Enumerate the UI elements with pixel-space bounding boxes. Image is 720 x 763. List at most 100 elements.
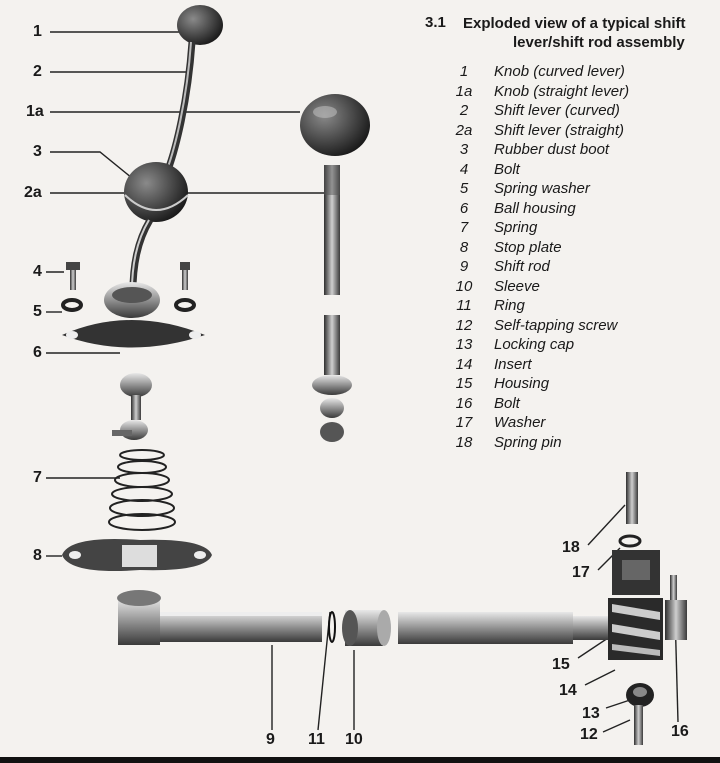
washer xyxy=(618,534,642,548)
callout-6: 6 xyxy=(33,344,42,361)
legend-item: 12 Self-tapping screw xyxy=(440,316,700,336)
ring xyxy=(328,611,336,643)
legend-item: 1 Knob (curved lever) xyxy=(440,62,700,82)
callout-12: 12 xyxy=(580,726,598,743)
callout-7: 7 xyxy=(33,469,42,486)
spring-pin xyxy=(626,472,638,524)
knob-curved-lever xyxy=(177,5,223,45)
shift-lever-curved xyxy=(162,41,196,177)
spring xyxy=(108,449,176,531)
legend-item-number: 18 xyxy=(455,433,473,451)
legend-item: 7 Spring xyxy=(440,218,700,238)
legend-item-number: 12 xyxy=(455,316,473,334)
legend-item-description: Insert xyxy=(494,355,532,373)
legend-item-description: Spring xyxy=(494,219,538,236)
figure-title: Exploded view of a typical shift lever/s… xyxy=(425,14,715,52)
callout-3: 3 xyxy=(33,143,42,160)
stop-plate xyxy=(62,539,212,571)
legend-item-description: Ring xyxy=(494,297,525,314)
legend-item-number: 9 xyxy=(459,258,469,275)
legend-item-description: Sleeve xyxy=(494,277,540,295)
legend-item-description: Bolt xyxy=(494,394,520,412)
leader-3 xyxy=(50,151,133,179)
ball-housing xyxy=(62,282,205,348)
callout-1a: 1a xyxy=(26,103,44,120)
leader-11 xyxy=(317,611,331,731)
callout-2a: 2a xyxy=(24,184,42,201)
callout-8: 8 xyxy=(33,547,42,564)
shift-lever-straight xyxy=(324,165,340,295)
bottom-rule xyxy=(0,757,720,763)
legend-item-number: 15 xyxy=(455,375,473,392)
legend-item-number: 11 xyxy=(456,297,472,314)
legend-item-number: 2 xyxy=(459,102,469,119)
legend-item-description: Spring washer xyxy=(494,180,590,197)
parts-legend: 1 Knob (curved lever) 1a Knob (straight lev… xyxy=(440,62,700,452)
legend-item-description: Stop plate xyxy=(494,238,562,256)
bolt-16 xyxy=(670,575,677,600)
legend-item-number: 8 xyxy=(459,238,469,256)
legend-item-number: 17 xyxy=(455,414,473,431)
legend-item-description: Knob (straight lever) xyxy=(494,82,630,100)
shift-rod xyxy=(117,590,322,645)
legend-item-description: Shift lever (curved) xyxy=(494,102,620,119)
legend-item: 1a Knob (straight lever) xyxy=(440,82,700,102)
figure-title-line1: Exploded view of a typical shift xyxy=(463,15,686,32)
legend-item-description: Self-tapping screw xyxy=(494,316,618,334)
legend-item-number: 14 xyxy=(455,355,473,373)
legend-item-number: 13 xyxy=(455,336,473,353)
callout-4: 4 xyxy=(33,263,42,280)
legend-item-number: 7 xyxy=(459,219,469,236)
legend-item-description: Spring pin xyxy=(494,433,562,451)
legend-item-number: 3 xyxy=(459,141,469,158)
legend-item-number: 16 xyxy=(455,394,473,412)
legend-item-description: Locking cap xyxy=(494,336,575,353)
sleeve xyxy=(342,610,391,646)
callout-15: 15 xyxy=(552,656,570,673)
leader-13 xyxy=(605,699,631,709)
leader-14 xyxy=(584,669,616,686)
legend-item-description: Shift rod xyxy=(494,258,550,275)
legend-item: 16 Bolt xyxy=(440,394,700,414)
callout-13: 13 xyxy=(582,705,600,722)
callout-1: 1 xyxy=(33,23,42,40)
legend-item-number: 1a xyxy=(455,82,473,100)
callout-11: 11 xyxy=(308,731,325,748)
legend-item-description: Bolt xyxy=(494,160,520,178)
legend-item: 13 Locking cap xyxy=(440,335,700,355)
legend-item-number: 1 xyxy=(459,63,469,80)
legend-item: 3 Rubber dust boot xyxy=(440,140,700,160)
spring-washer-pair xyxy=(61,298,196,312)
bolt-pair xyxy=(66,262,190,290)
rubber-dust-boot xyxy=(124,162,188,222)
legend-item-number: 4 xyxy=(459,160,469,178)
legend-item-description: Rubber dust boot xyxy=(494,141,610,158)
legend-item: 4 Bolt xyxy=(440,160,700,180)
legend-item-number: 2a xyxy=(455,121,473,139)
callout-2: 2 xyxy=(33,63,42,80)
knob-straight-lever xyxy=(300,94,370,156)
legend-item-number: 10 xyxy=(455,277,473,295)
legend-item-number: 6 xyxy=(459,199,469,217)
legend-item: 2a Shift lever (straight) xyxy=(440,121,700,141)
legend-item: 14 Insert xyxy=(440,355,700,375)
legend-item-description: Ball housing xyxy=(494,199,576,217)
legend-item: 2 Shift lever (curved) xyxy=(440,101,700,121)
legend-item-description: Shift lever (straight) xyxy=(494,121,625,139)
callout-5: 5 xyxy=(33,303,42,320)
legend-item: 8 Stop plate xyxy=(440,238,700,258)
leader-18 xyxy=(587,504,626,546)
callout-18: 18 xyxy=(562,539,580,556)
callout-10: 10 xyxy=(345,731,363,748)
self-tapping-screw xyxy=(634,705,643,745)
legend-item-number: 5 xyxy=(459,180,469,197)
leader-12 xyxy=(602,719,631,733)
callout-9: 9 xyxy=(266,731,275,748)
legend-item-description: Knob (curved lever) xyxy=(494,63,625,80)
callout-14: 14 xyxy=(559,682,577,699)
legend-item: 18 Spring pin xyxy=(440,433,700,453)
callout-17: 17 xyxy=(572,564,590,581)
